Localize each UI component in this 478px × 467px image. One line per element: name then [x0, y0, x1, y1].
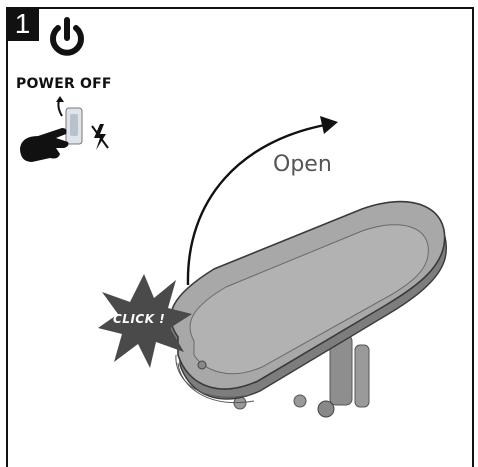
- device-illustration: [168, 200, 447, 418]
- click-burst-icon: [98, 274, 192, 368]
- open-label: Open: [273, 152, 332, 177]
- instruction-frame: [6, 7, 474, 467]
- power-off-label: POWER OFF: [16, 76, 112, 92]
- step-number: 1: [6, 7, 39, 41]
- power-icon: [50, 17, 84, 56]
- open-arrow-icon: [186, 116, 338, 286]
- hand-unplug-icon: [20, 96, 109, 162]
- click-label: CLICK !: [113, 312, 166, 326]
